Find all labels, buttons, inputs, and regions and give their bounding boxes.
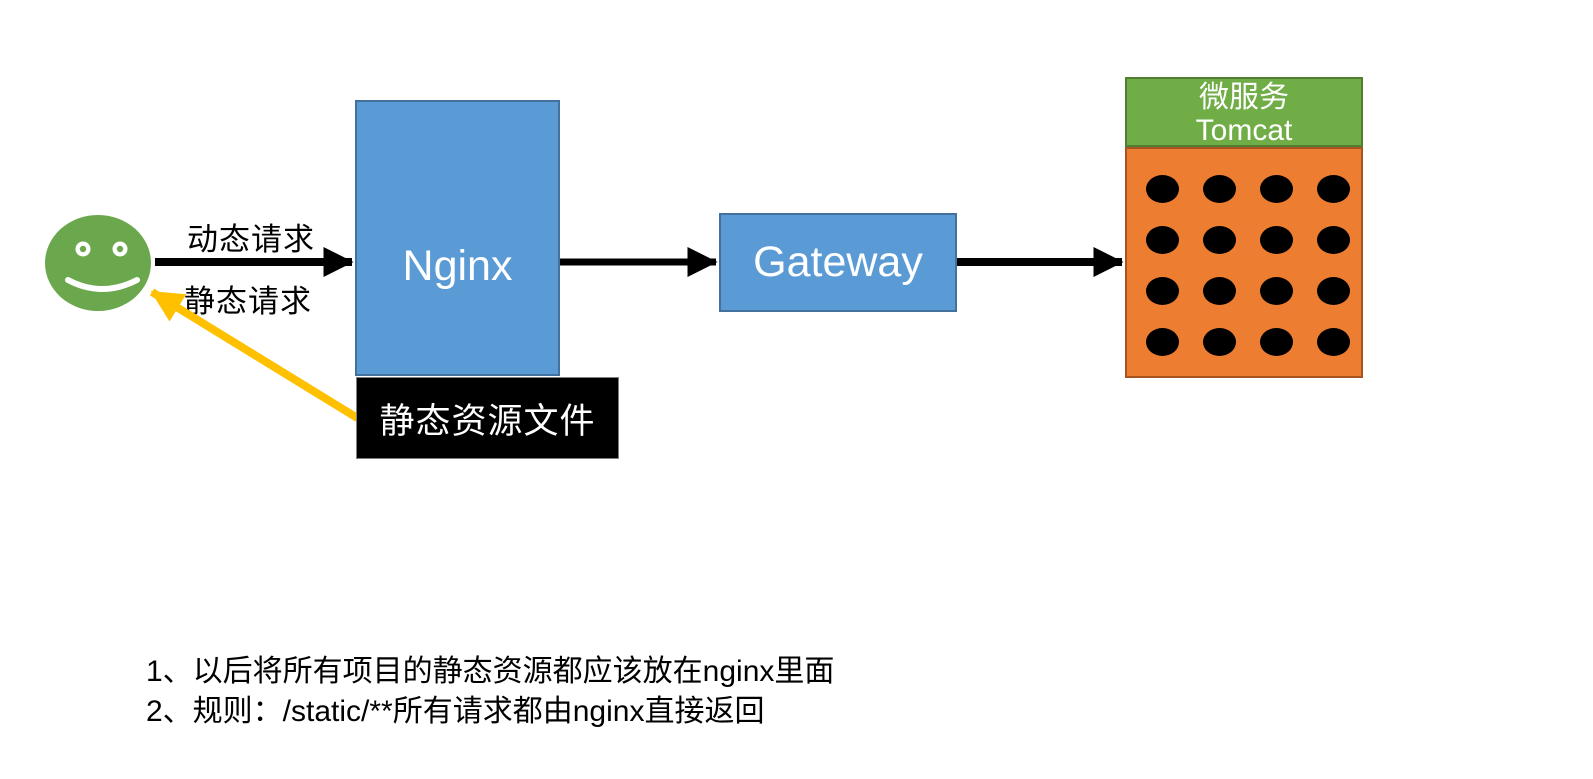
tomcat-instance-dot — [1317, 277, 1350, 305]
static-request-label: 静态请求 — [184, 284, 312, 319]
tomcat-instance-dot — [1146, 277, 1179, 305]
tomcat-instance-dot — [1146, 328, 1179, 356]
tomcat-label: Tomcat — [1195, 114, 1293, 147]
note-line-2: 2、规则：/static/**所有请求都由nginx直接返回 — [146, 695, 765, 728]
tomcat-instance-dot — [1260, 226, 1293, 254]
tomcat-instance-dot — [1203, 328, 1236, 356]
nginx-label: Nginx — [402, 241, 513, 290]
static-files-node: 静态资源文件 — [356, 377, 619, 459]
tomcat-instance-dot — [1146, 226, 1179, 254]
tomcat-instance-dot — [1260, 328, 1293, 356]
tomcat-instance-dot — [1260, 175, 1293, 203]
microservice-title: 微服务 — [1199, 81, 1289, 114]
gateway-node: Gateway — [719, 213, 957, 312]
microservice-body — [1125, 147, 1363, 378]
tomcat-instance-dot — [1203, 277, 1236, 305]
tomcat-instance-dot — [1146, 175, 1179, 203]
tomcat-instance-dot — [1203, 175, 1236, 203]
tomcat-instance-dot — [1260, 277, 1293, 305]
tomcat-instance-grid — [1146, 175, 1350, 356]
note-line-1: 1、以后将所有项目的静态资源都应该放在nginx里面 — [146, 655, 835, 688]
gateway-label: Gateway — [753, 238, 923, 286]
tomcat-instance-dot — [1317, 226, 1350, 254]
nginx-node: Nginx — [355, 100, 560, 376]
tomcat-instance-dot — [1317, 175, 1350, 203]
dynamic-request-label: 动态请求 — [187, 222, 315, 257]
microservice-header: 微服务 Tomcat — [1125, 77, 1363, 147]
static-files-label: 静态资源文件 — [379, 401, 596, 441]
notes: 1、以后将所有项目的静态资源都应该放在nginx里面 2、规则：/static/… — [146, 652, 834, 732]
tomcat-instance-dot — [1317, 328, 1350, 356]
tomcat-instance-dot — [1203, 226, 1236, 254]
user-smiley-icon — [45, 215, 151, 311]
